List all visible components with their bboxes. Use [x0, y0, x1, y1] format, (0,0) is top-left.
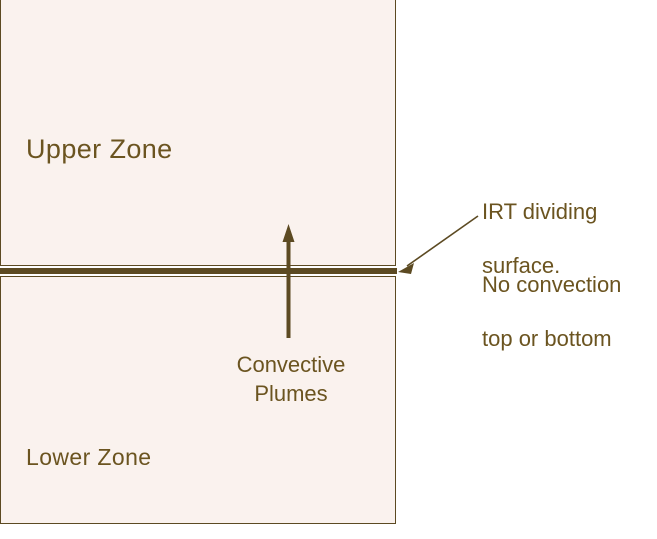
- callout-pointer-arrow-icon: [398, 215, 479, 274]
- convective-plumes-label-line1: Convective: [236, 352, 346, 377]
- lower-zone-region: [0, 276, 396, 524]
- annotation-convection-line1: No convection: [482, 272, 622, 297]
- convective-plume-arrow-icon: [282, 224, 295, 338]
- annotation-no-convection: No convection top or bottom: [482, 244, 621, 379]
- annotation-convection-line2: top or bottom: [482, 326, 612, 351]
- lower-zone-label: Lower Zone: [26, 444, 152, 470]
- upper-zone-region: [0, 0, 396, 266]
- annotation-irt-line2: surface.: [482, 253, 561, 278]
- upper-zone-label: Upper Zone: [26, 134, 173, 164]
- annotation-irt-dividing-surface: IRT dividing surface.: [482, 171, 597, 306]
- convective-plumes-label: Convective Plumes: [188, 350, 394, 408]
- irt-dividing-surface-line: [0, 268, 397, 274]
- convective-plumes-label-line2: Plumes: [254, 381, 328, 406]
- annotation-irt-line1: IRT dividing: [482, 199, 598, 224]
